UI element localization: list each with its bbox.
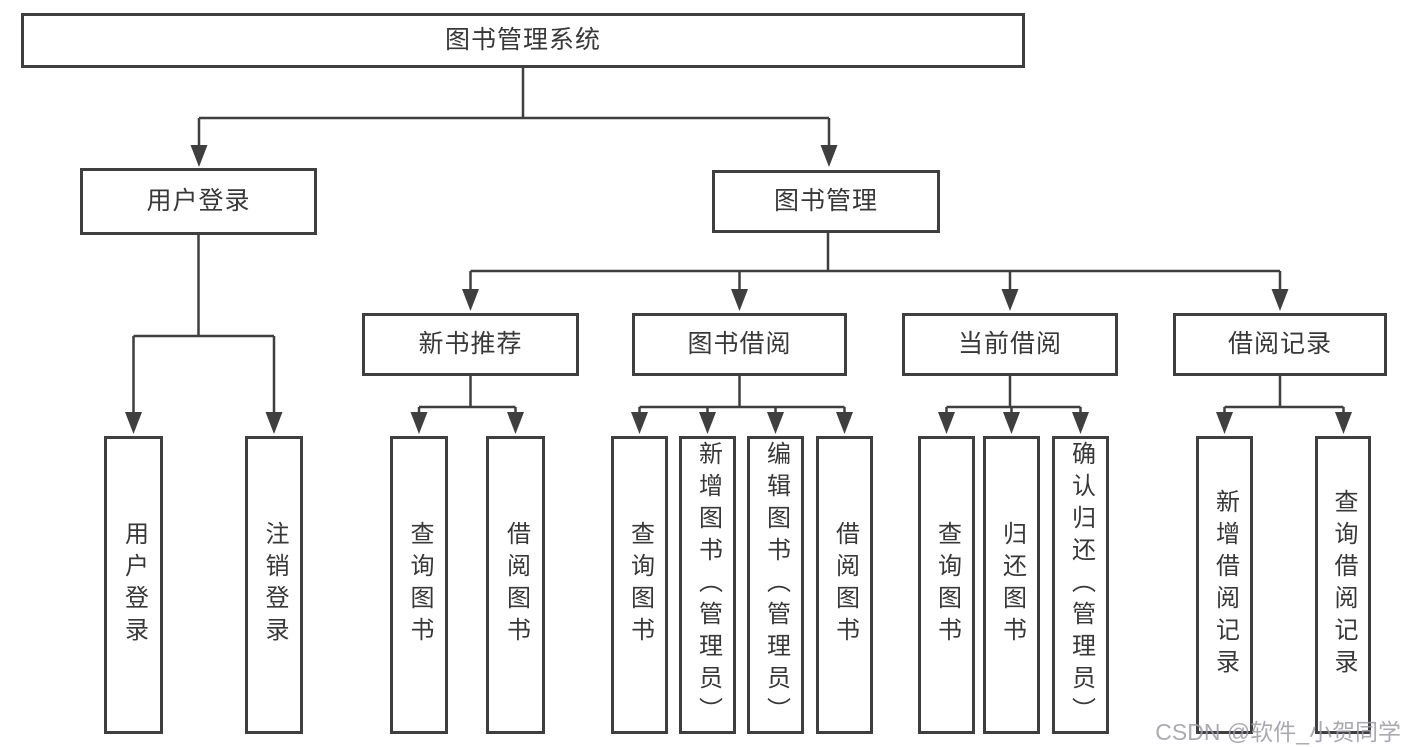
- leaf-borrow-book-label: 借阅图书: [831, 521, 859, 649]
- leaf-query-book-label: 查询图书: [933, 521, 961, 649]
- leaf-add-borrow-record: 新增借阅记录: [1196, 436, 1253, 734]
- leaf-return-book-label: 归还图书: [998, 521, 1026, 649]
- connector-book-borrow-children: [638, 376, 846, 414]
- arrowhead-down: [767, 412, 784, 434]
- leaf-add-book-admin: 新增图书（管理员）: [679, 436, 736, 734]
- leaf-edit-book-admin: 编辑图书（管理员）: [747, 436, 804, 734]
- arrowhead-down: [410, 412, 428, 434]
- leaf-query-book-label: 查询图书: [406, 521, 433, 649]
- leaf-query-borrow-record-label: 查询借阅记录: [1330, 489, 1357, 681]
- leaf-add-book-admin-label: 新增图书（管理员）: [694, 441, 722, 729]
- arrowhead-down: [938, 412, 955, 434]
- leaf-return-book: 归还图书: [983, 436, 1040, 734]
- node-current-borrow-label: 当前借阅: [957, 330, 1062, 358]
- connector-book-management-children: [469, 233, 1282, 292]
- node-book-borrow-label: 图书借阅: [687, 330, 792, 358]
- node-root-label: 图书管理系统: [444, 26, 601, 54]
- leaf-query-borrow-record: 查询借阅记录: [1315, 436, 1371, 734]
- leaf-query-book: 查询图书: [918, 436, 975, 734]
- node-new-book-recommend: 新书推荐: [362, 313, 579, 376]
- node-book-borrow: 图书借阅: [632, 313, 847, 376]
- arrowhead-down: [190, 145, 208, 167]
- arrowhead-down: [1271, 289, 1289, 311]
- leaf-confirm-return-admin: 确认归还（管理员）: [1052, 436, 1109, 734]
- node-borrow-records: 借阅记录: [1173, 313, 1387, 376]
- node-book-management: 图书管理: [712, 170, 940, 233]
- leaf-borrow-book-label: 借阅图书: [502, 521, 530, 649]
- arrowhead-down: [820, 145, 838, 167]
- node-new-book-recommend-label: 新书推荐: [418, 330, 523, 358]
- connector-user-login-children: [132, 235, 276, 414]
- leaf-confirm-return-admin-label: 确认归还（管理员）: [1067, 441, 1095, 729]
- connector-current-borrow-children: [945, 376, 1082, 414]
- node-current-borrow: 当前借阅: [902, 313, 1118, 376]
- leaf-borrow-book: 借阅图书: [816, 436, 873, 734]
- leaf-user-login: 用户登录: [104, 436, 163, 734]
- leaf-query-book-label: 查询图书: [626, 521, 654, 649]
- leaf-logout: 注销登录: [245, 436, 303, 734]
- csdn-watermark: CSDN @软件_小贺同学: [1155, 719, 1401, 745]
- node-book-management-label: 图书管理: [773, 187, 878, 215]
- arrowhead-down: [125, 412, 142, 434]
- node-user-login-label: 用户登录: [146, 187, 251, 215]
- arrowhead-down: [836, 412, 853, 434]
- arrowhead-down: [731, 289, 748, 311]
- leaf-user-login-label: 用户登录: [120, 521, 148, 649]
- leaf-query-book: 查询图书: [390, 436, 448, 734]
- leaf-logout-label: 注销登录: [261, 521, 288, 649]
- arrowhead-down: [507, 412, 524, 434]
- arrowhead-down: [631, 412, 648, 434]
- node-borrow-records-label: 借阅记录: [1227, 330, 1332, 358]
- arrowhead-down: [699, 412, 716, 434]
- connector-new-book-children: [417, 376, 517, 414]
- arrowhead-down: [462, 289, 479, 311]
- arrowhead-down: [1216, 412, 1233, 434]
- arrowhead-down: [1335, 412, 1352, 434]
- connector-borrow-records-children: [1223, 376, 1345, 414]
- leaf-borrow-book: 借阅图书: [486, 436, 545, 734]
- leaf-query-book: 查询图书: [611, 436, 668, 734]
- arrowhead-down: [1072, 412, 1089, 434]
- arrowhead-down: [265, 412, 283, 434]
- connector-root-to-level2: [197, 68, 831, 147]
- leaf-edit-book-admin-label: 编辑图书（管理员）: [762, 441, 790, 729]
- node-root: 图书管理系统: [21, 13, 1025, 68]
- leaf-add-borrow-record-label: 新增借阅记录: [1211, 489, 1239, 681]
- arrowhead-down: [1001, 289, 1019, 311]
- arrowhead-down: [1003, 412, 1020, 434]
- node-user-login: 用户登录: [80, 168, 317, 235]
